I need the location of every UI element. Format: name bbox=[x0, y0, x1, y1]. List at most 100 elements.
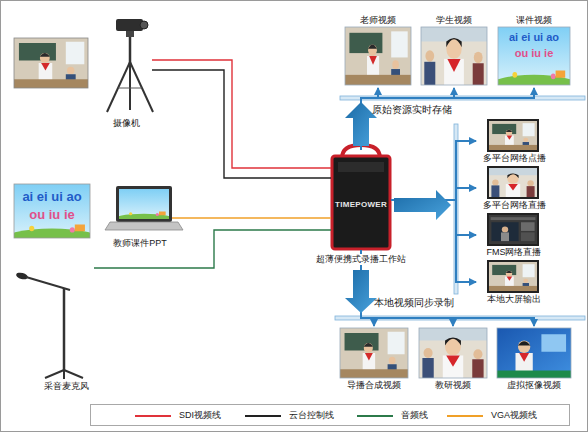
camera-mount bbox=[126, 31, 134, 37]
fms-thumb bbox=[489, 215, 537, 244]
node-label: 老师视频 bbox=[343, 15, 413, 26]
classroom-photo bbox=[14, 38, 88, 88]
thumb-frame bbox=[340, 328, 408, 378]
slide-text: ai ei ui ao bbox=[498, 31, 570, 44]
cable-line bbox=[152, 70, 331, 178]
photo-frame bbox=[14, 38, 88, 88]
node-label: 导播合成视频 bbox=[338, 380, 410, 391]
ppt-slide bbox=[1, 184, 102, 253]
thumb-frame bbox=[498, 27, 570, 85]
slide-frame bbox=[14, 184, 90, 238]
output-node: 老师视频 bbox=[343, 14, 413, 88]
tripod-spreader bbox=[118, 88, 142, 89]
output-node: 多平台网络直播 bbox=[476, 165, 552, 211]
workstation-node: TIMEPOWER超薄便携式录播工作站 bbox=[331, 150, 391, 250]
device-panel bbox=[338, 162, 384, 172]
thumb-frame bbox=[497, 328, 571, 378]
camera-node: 摄像机 bbox=[12, 14, 152, 114]
output-node: 本地大屏输出 bbox=[476, 259, 552, 305]
vod-thumb bbox=[489, 121, 537, 150]
cable-line bbox=[172, 217, 331, 218]
mic-foot bbox=[63, 370, 65, 379]
device-body bbox=[332, 156, 390, 249]
node-caption: 超薄便携式录播工作站 bbox=[297, 254, 425, 265]
mic-foot bbox=[45, 370, 64, 378]
cable-line bbox=[152, 60, 331, 168]
output-node: 教研视频 bbox=[417, 326, 489, 392]
output-node: 虚拟抠像视频 bbox=[495, 326, 573, 392]
node-label: 学生视频 bbox=[419, 15, 489, 26]
thumb-frame bbox=[421, 27, 487, 85]
legend-text: SDI视频线 bbox=[179, 409, 221, 421]
node-label: FMS网络直播 bbox=[476, 247, 552, 258]
output-node: FMS网络直播 bbox=[476, 212, 552, 258]
thumb-frame bbox=[345, 27, 411, 85]
screen-frame bbox=[487, 260, 539, 293]
node-label: 摄像机 bbox=[104, 118, 148, 129]
legend-swatch bbox=[245, 415, 281, 417]
device-illustration bbox=[332, 145, 390, 249]
legend-box: SDI视频线 云台控制线 音频线 VGA视频线 bbox=[90, 404, 570, 426]
slide-text: ou iu ie bbox=[498, 47, 570, 60]
microphone-illustration bbox=[15, 272, 83, 379]
node-label: 教研视频 bbox=[417, 380, 489, 391]
flow-label: 原始资源实时存储 bbox=[370, 104, 454, 116]
output-node: 多平台网络点播 bbox=[476, 118, 552, 164]
mic-foot bbox=[64, 370, 83, 378]
flow-connector bbox=[391, 141, 476, 200]
legend-swatch bbox=[135, 415, 171, 417]
tripod-leg bbox=[129, 62, 131, 110]
node-label: 本地大屏输出 bbox=[476, 294, 552, 305]
node-label: 教师课件PPT bbox=[107, 238, 173, 249]
node-label: 多平台网络点播 bbox=[476, 153, 552, 164]
teacher-thumb bbox=[345, 27, 411, 85]
node-label: 多平台网络直播 bbox=[476, 200, 552, 211]
legend-swatch bbox=[447, 415, 483, 417]
slide-text: ai ei ui ao bbox=[14, 189, 90, 205]
screen-thumb bbox=[489, 262, 537, 291]
ppt-illustration bbox=[1, 184, 183, 253]
laptop-base bbox=[105, 222, 183, 230]
flow-arrow bbox=[394, 190, 451, 220]
output-node: 学生视频 bbox=[419, 14, 489, 88]
laptop-display bbox=[111, 189, 178, 227]
legend-text: VGA视频线 bbox=[491, 409, 537, 421]
director-thumb bbox=[340, 328, 408, 378]
research-thumb bbox=[419, 328, 487, 378]
camera-body bbox=[116, 19, 143, 31]
screen-frame bbox=[487, 213, 539, 246]
output-node: 导播合成视频 bbox=[338, 326, 410, 392]
microphone-node: 采音麦克风 bbox=[14, 262, 94, 377]
node-label: 课件视频 bbox=[496, 15, 572, 26]
screen-frame bbox=[487, 119, 539, 152]
camera-lens bbox=[140, 21, 148, 29]
legend-swatch bbox=[357, 415, 393, 417]
thumb-frame bbox=[419, 328, 487, 378]
camera-illustration bbox=[14, 19, 153, 112]
legend-text: 音频线 bbox=[401, 409, 428, 421]
screen-frame bbox=[487, 166, 539, 199]
node-label: 虚拟抠像视频 bbox=[495, 380, 573, 391]
node-label: TIMEPOWER bbox=[331, 200, 391, 210]
cable-line bbox=[94, 230, 331, 268]
flow-label: 本地视频同步录制 bbox=[372, 297, 456, 309]
live-thumb bbox=[489, 168, 537, 197]
flow-arrow bbox=[345, 270, 377, 313]
node-label: 采音麦克风 bbox=[38, 381, 94, 392]
keying-thumb bbox=[497, 328, 571, 378]
slide-text: ou iu ie bbox=[14, 207, 90, 223]
tripod-leg bbox=[107, 62, 130, 112]
legend-text: 云台控制线 bbox=[289, 409, 334, 421]
flow-connector bbox=[391, 200, 476, 282]
tripod-column bbox=[129, 37, 132, 64]
tripod-leg bbox=[130, 62, 153, 112]
flow-connector bbox=[361, 88, 534, 150]
mic-stand bbox=[63, 288, 66, 370]
mic-head bbox=[15, 272, 28, 281]
student-thumb bbox=[421, 27, 487, 85]
